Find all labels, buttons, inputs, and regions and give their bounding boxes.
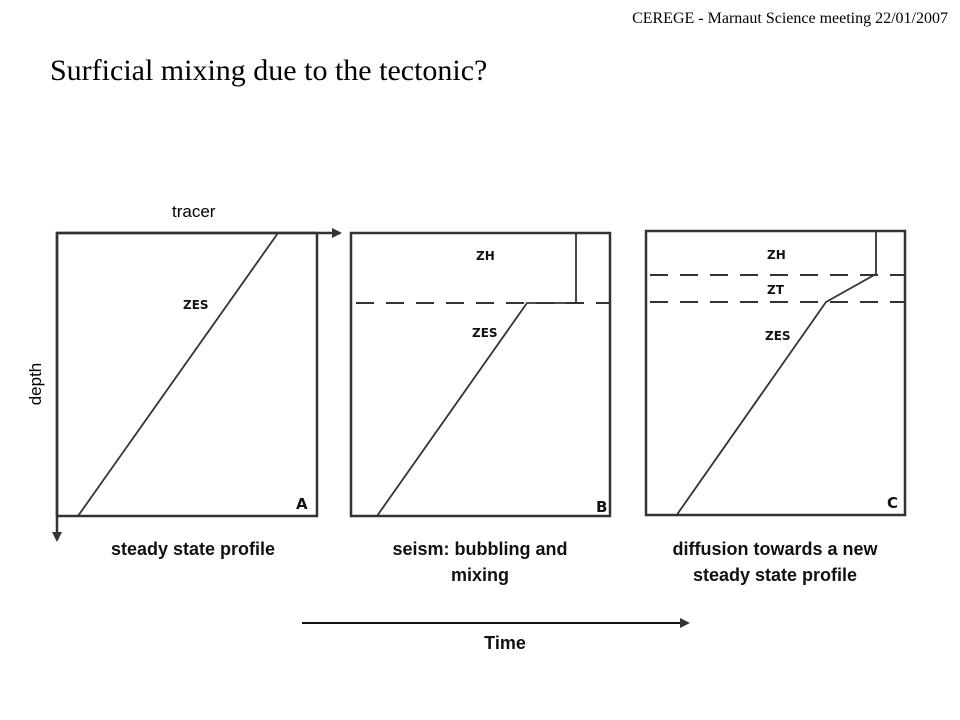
time-label: Time — [484, 633, 526, 653]
tracer-axis-label: tracer — [172, 202, 216, 221]
panel-b-zone-zh: ZH — [476, 249, 495, 263]
panel-c-zone-zh: ZH — [767, 248, 786, 262]
meeting-note: CEREGE - Marnaut Science meeting 22/01/2… — [632, 10, 948, 27]
panel-b-profile — [376, 233, 577, 517]
panel-c-letter: C — [887, 494, 898, 512]
panel-a-letter: A — [296, 495, 308, 513]
panel-b-zone-zes: ZES — [472, 326, 498, 340]
panel-a-zone-zes: ZES — [183, 298, 209, 312]
slide-title: Surficial mixing due to the tectonic? — [50, 54, 488, 87]
panel-a-frame — [55, 231, 319, 518]
panel-a-caption: steady state profile — [110, 539, 276, 559]
panel-a-profile — [77, 232, 279, 517]
panel-b: ZH ZES B — [349, 231, 612, 518]
panel-c: ZH ZT ZES C — [644, 229, 907, 517]
panel-c-zone-zt: ZT — [767, 283, 785, 297]
depth-axis-label: depth — [26, 363, 45, 406]
panel-c-zone-zes: ZES — [765, 329, 791, 343]
panel-c-profile — [675, 231, 877, 517]
panel-b-caption: seism: bubbling and mixing — [392, 539, 568, 585]
panel-c-caption: diffusion towards a new steady state pro… — [672, 539, 878, 585]
panel-a: ZES A — [52, 228, 342, 542]
panel-c-frame — [644, 229, 907, 517]
panel-b-letter: B — [596, 498, 607, 516]
panel-b-frame — [349, 231, 612, 518]
